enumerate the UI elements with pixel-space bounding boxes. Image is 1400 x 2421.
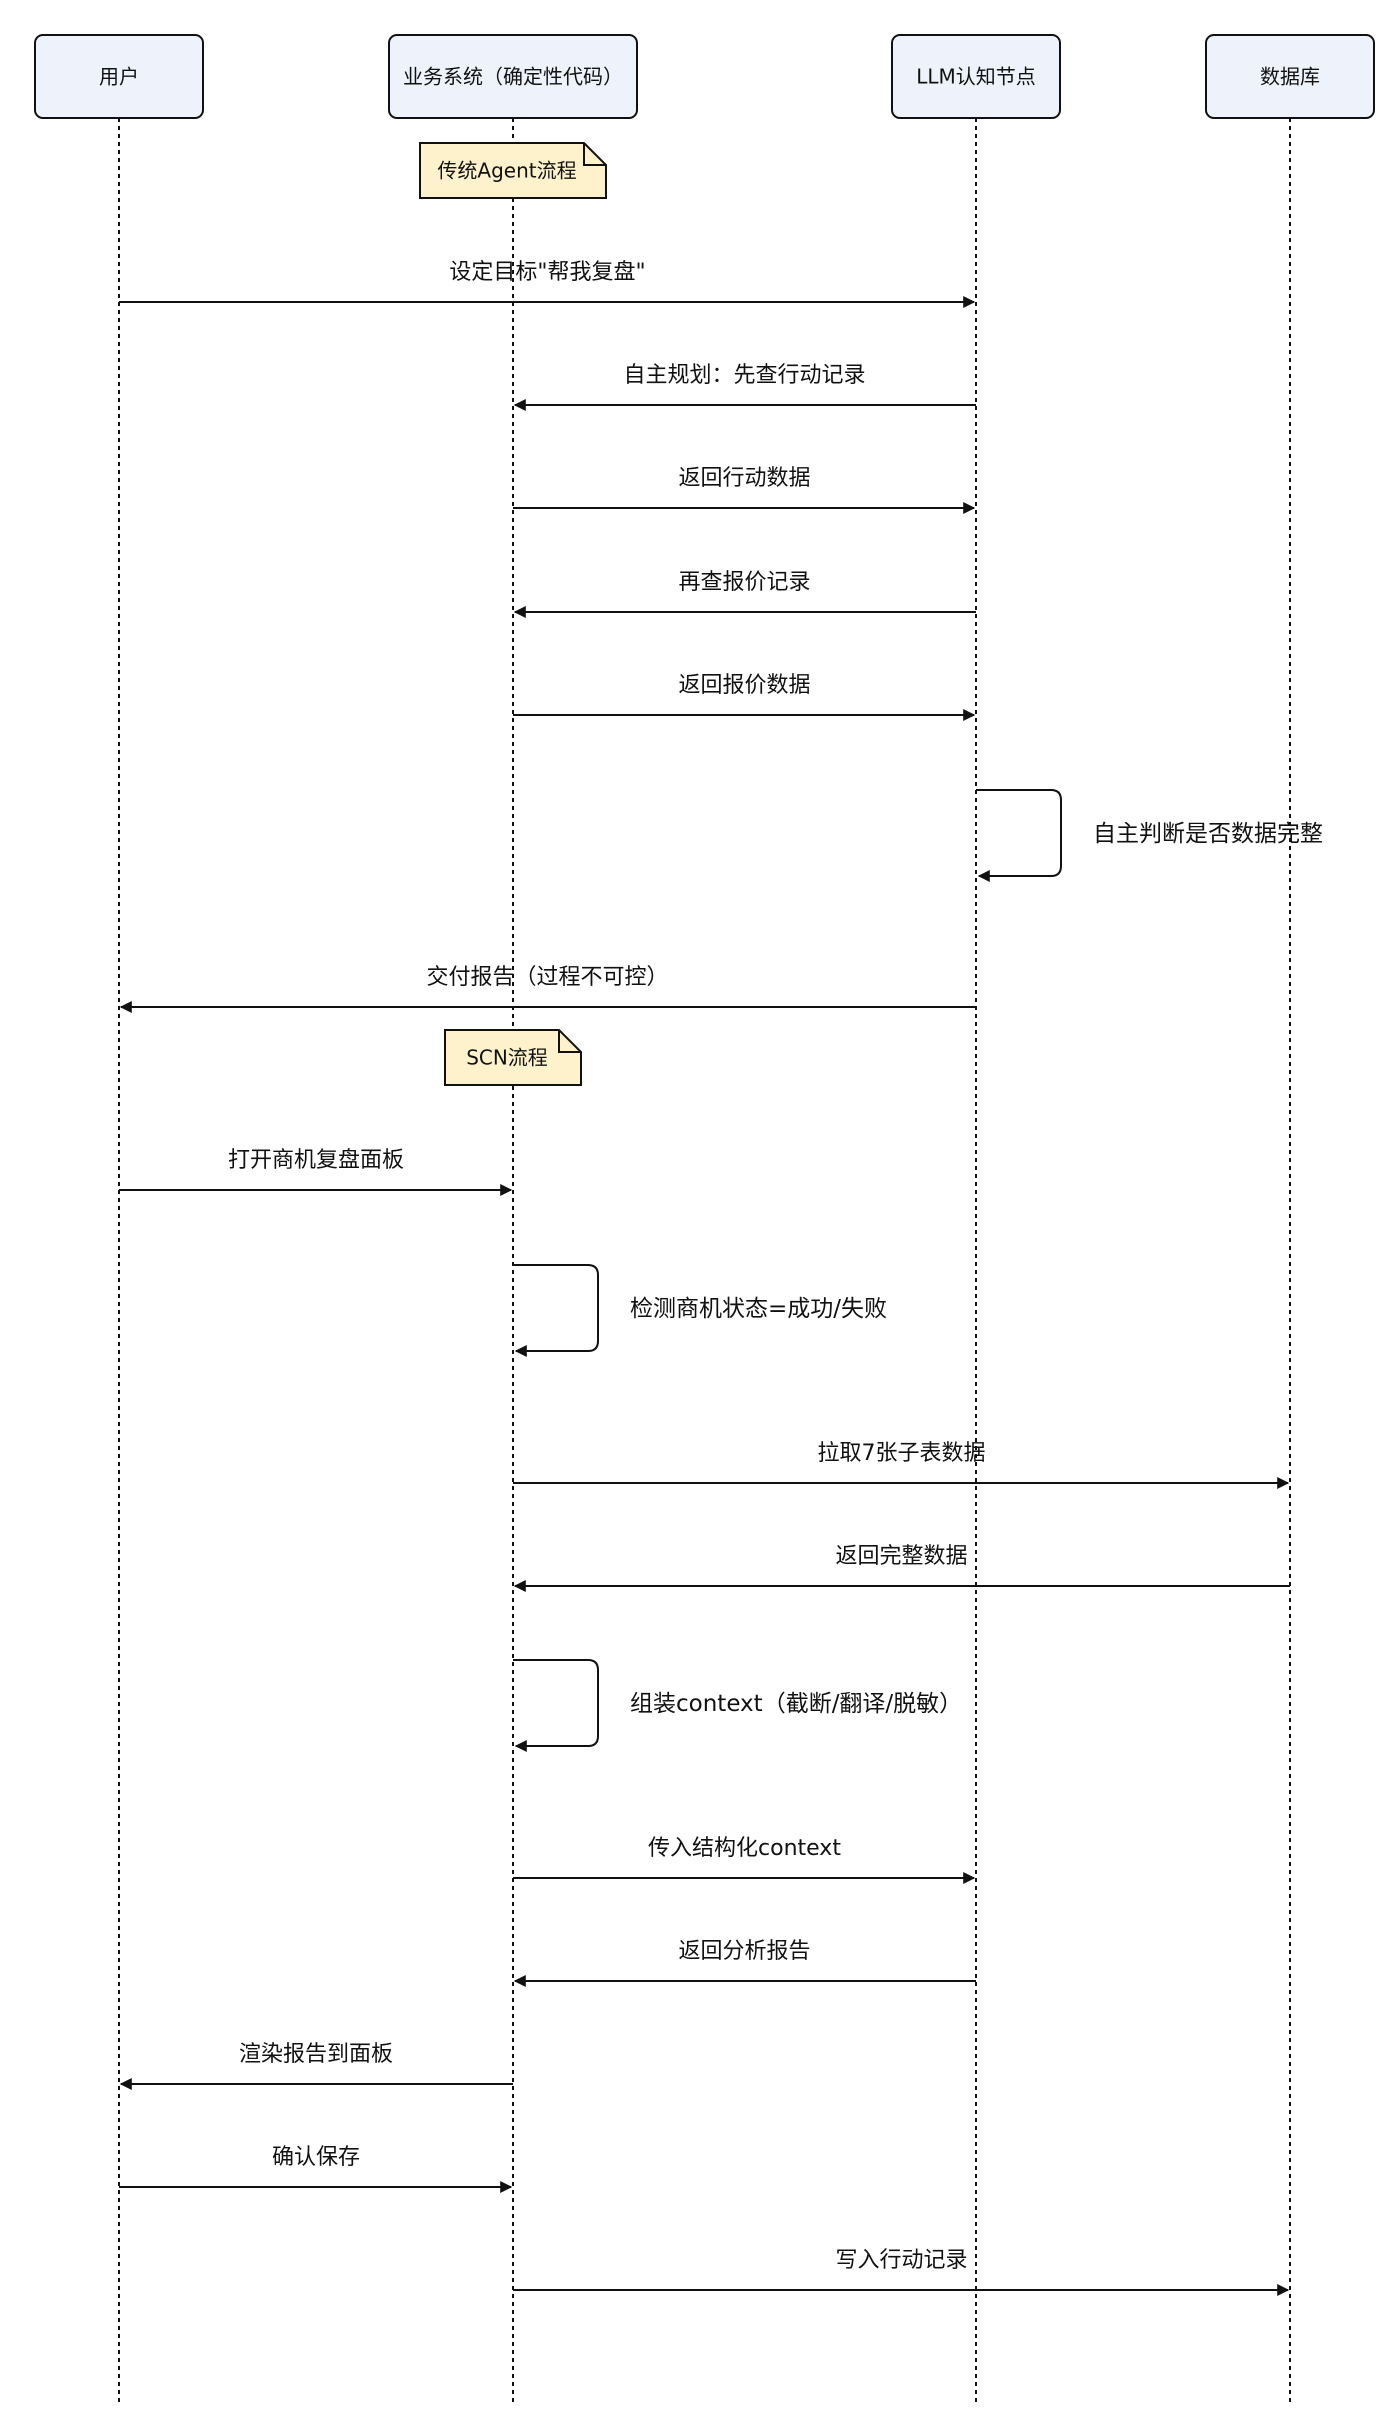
message-6: 自主判断是否数据完整 bbox=[976, 789, 1323, 882]
note-box bbox=[419, 142, 607, 199]
self-message-arrow bbox=[513, 1659, 599, 1752]
message-17: 写入行动记录 bbox=[513, 2248, 1290, 2296]
actor-llm: LLM认知节点 bbox=[891, 34, 1061, 119]
message-label: 写入行动记录 bbox=[835, 2248, 967, 2273]
self-message-arrow bbox=[513, 1264, 599, 1357]
message-16: 确认保存 bbox=[119, 2145, 513, 2193]
message-11: 返回完整数据 bbox=[513, 1544, 1290, 1592]
actor-user: 用户 bbox=[34, 34, 204, 119]
message-label: 渲染报告到面板 bbox=[239, 2042, 393, 2067]
message-label: 返回行动数据 bbox=[678, 466, 810, 491]
message-label: 设定目标"帮我复盘" bbox=[449, 260, 645, 285]
actor-box bbox=[34, 34, 204, 119]
actor-db: 数据库 bbox=[1205, 34, 1375, 119]
message-15: 渲染报告到面板 bbox=[119, 2042, 513, 2090]
note-1: 传统Agent流程 bbox=[419, 142, 607, 199]
note-2: SCN流程 bbox=[444, 1029, 582, 1086]
actor-box bbox=[1205, 34, 1375, 119]
message-3: 返回行动数据 bbox=[513, 466, 976, 514]
message-label: 自主判断是否数据完整 bbox=[1093, 821, 1323, 847]
note-fold bbox=[558, 1030, 581, 1053]
actor-label: 业务系统（确定性代码） bbox=[403, 65, 623, 89]
message-label: 返回分析报告 bbox=[678, 1939, 810, 1964]
message-label: 打开商机复盘面板 bbox=[228, 1148, 404, 1173]
message-label: 拉取7张子表数据 bbox=[818, 1441, 986, 1466]
message-label: 交付报告（过程不可控） bbox=[426, 965, 668, 990]
message-label: 返回完整数据 bbox=[835, 1544, 967, 1569]
message-label: 检测商机状态=成功/失败 bbox=[630, 1296, 887, 1322]
message-label: 再查报价记录 bbox=[678, 570, 810, 595]
message-2: 自主规划：先查行动记录 bbox=[513, 363, 976, 411]
actor-box bbox=[388, 34, 638, 119]
message-5: 返回报价数据 bbox=[513, 673, 976, 721]
message-label: 返回报价数据 bbox=[678, 673, 810, 698]
message-label: 自主规划：先查行动记录 bbox=[623, 363, 865, 388]
actor-box bbox=[891, 34, 1061, 119]
message-label: 确认保存 bbox=[272, 2145, 360, 2170]
actor-biz: 业务系统（确定性代码） bbox=[388, 34, 638, 119]
message-9: 检测商机状态=成功/失败 bbox=[513, 1264, 887, 1357]
message-4: 再查报价记录 bbox=[513, 570, 976, 618]
message-7: 交付报告（过程不可控） bbox=[119, 965, 976, 1013]
note-fold bbox=[583, 143, 606, 166]
note-label: SCN流程 bbox=[466, 1046, 548, 1070]
message-8: 打开商机复盘面板 bbox=[119, 1148, 513, 1196]
note-box bbox=[444, 1029, 582, 1086]
message-10: 拉取7张子表数据 bbox=[513, 1441, 1290, 1489]
actor-label: 数据库 bbox=[1260, 65, 1320, 89]
message-1: 设定目标"帮我复盘" bbox=[119, 260, 976, 308]
message-14: 返回分析报告 bbox=[513, 1939, 976, 1987]
message-label: 组装context（截断/翻译/脱敏） bbox=[630, 1691, 962, 1717]
actor-label: LLM认知节点 bbox=[916, 65, 1036, 89]
message-label: 传入结构化context bbox=[648, 1836, 841, 1861]
note-label: 传统Agent流程 bbox=[437, 159, 576, 183]
message-12: 组装context（截断/翻译/脱敏） bbox=[513, 1659, 962, 1752]
actor-label: 用户 bbox=[99, 65, 139, 89]
message-13: 传入结构化context bbox=[513, 1836, 976, 1884]
self-message-arrow bbox=[976, 789, 1062, 882]
